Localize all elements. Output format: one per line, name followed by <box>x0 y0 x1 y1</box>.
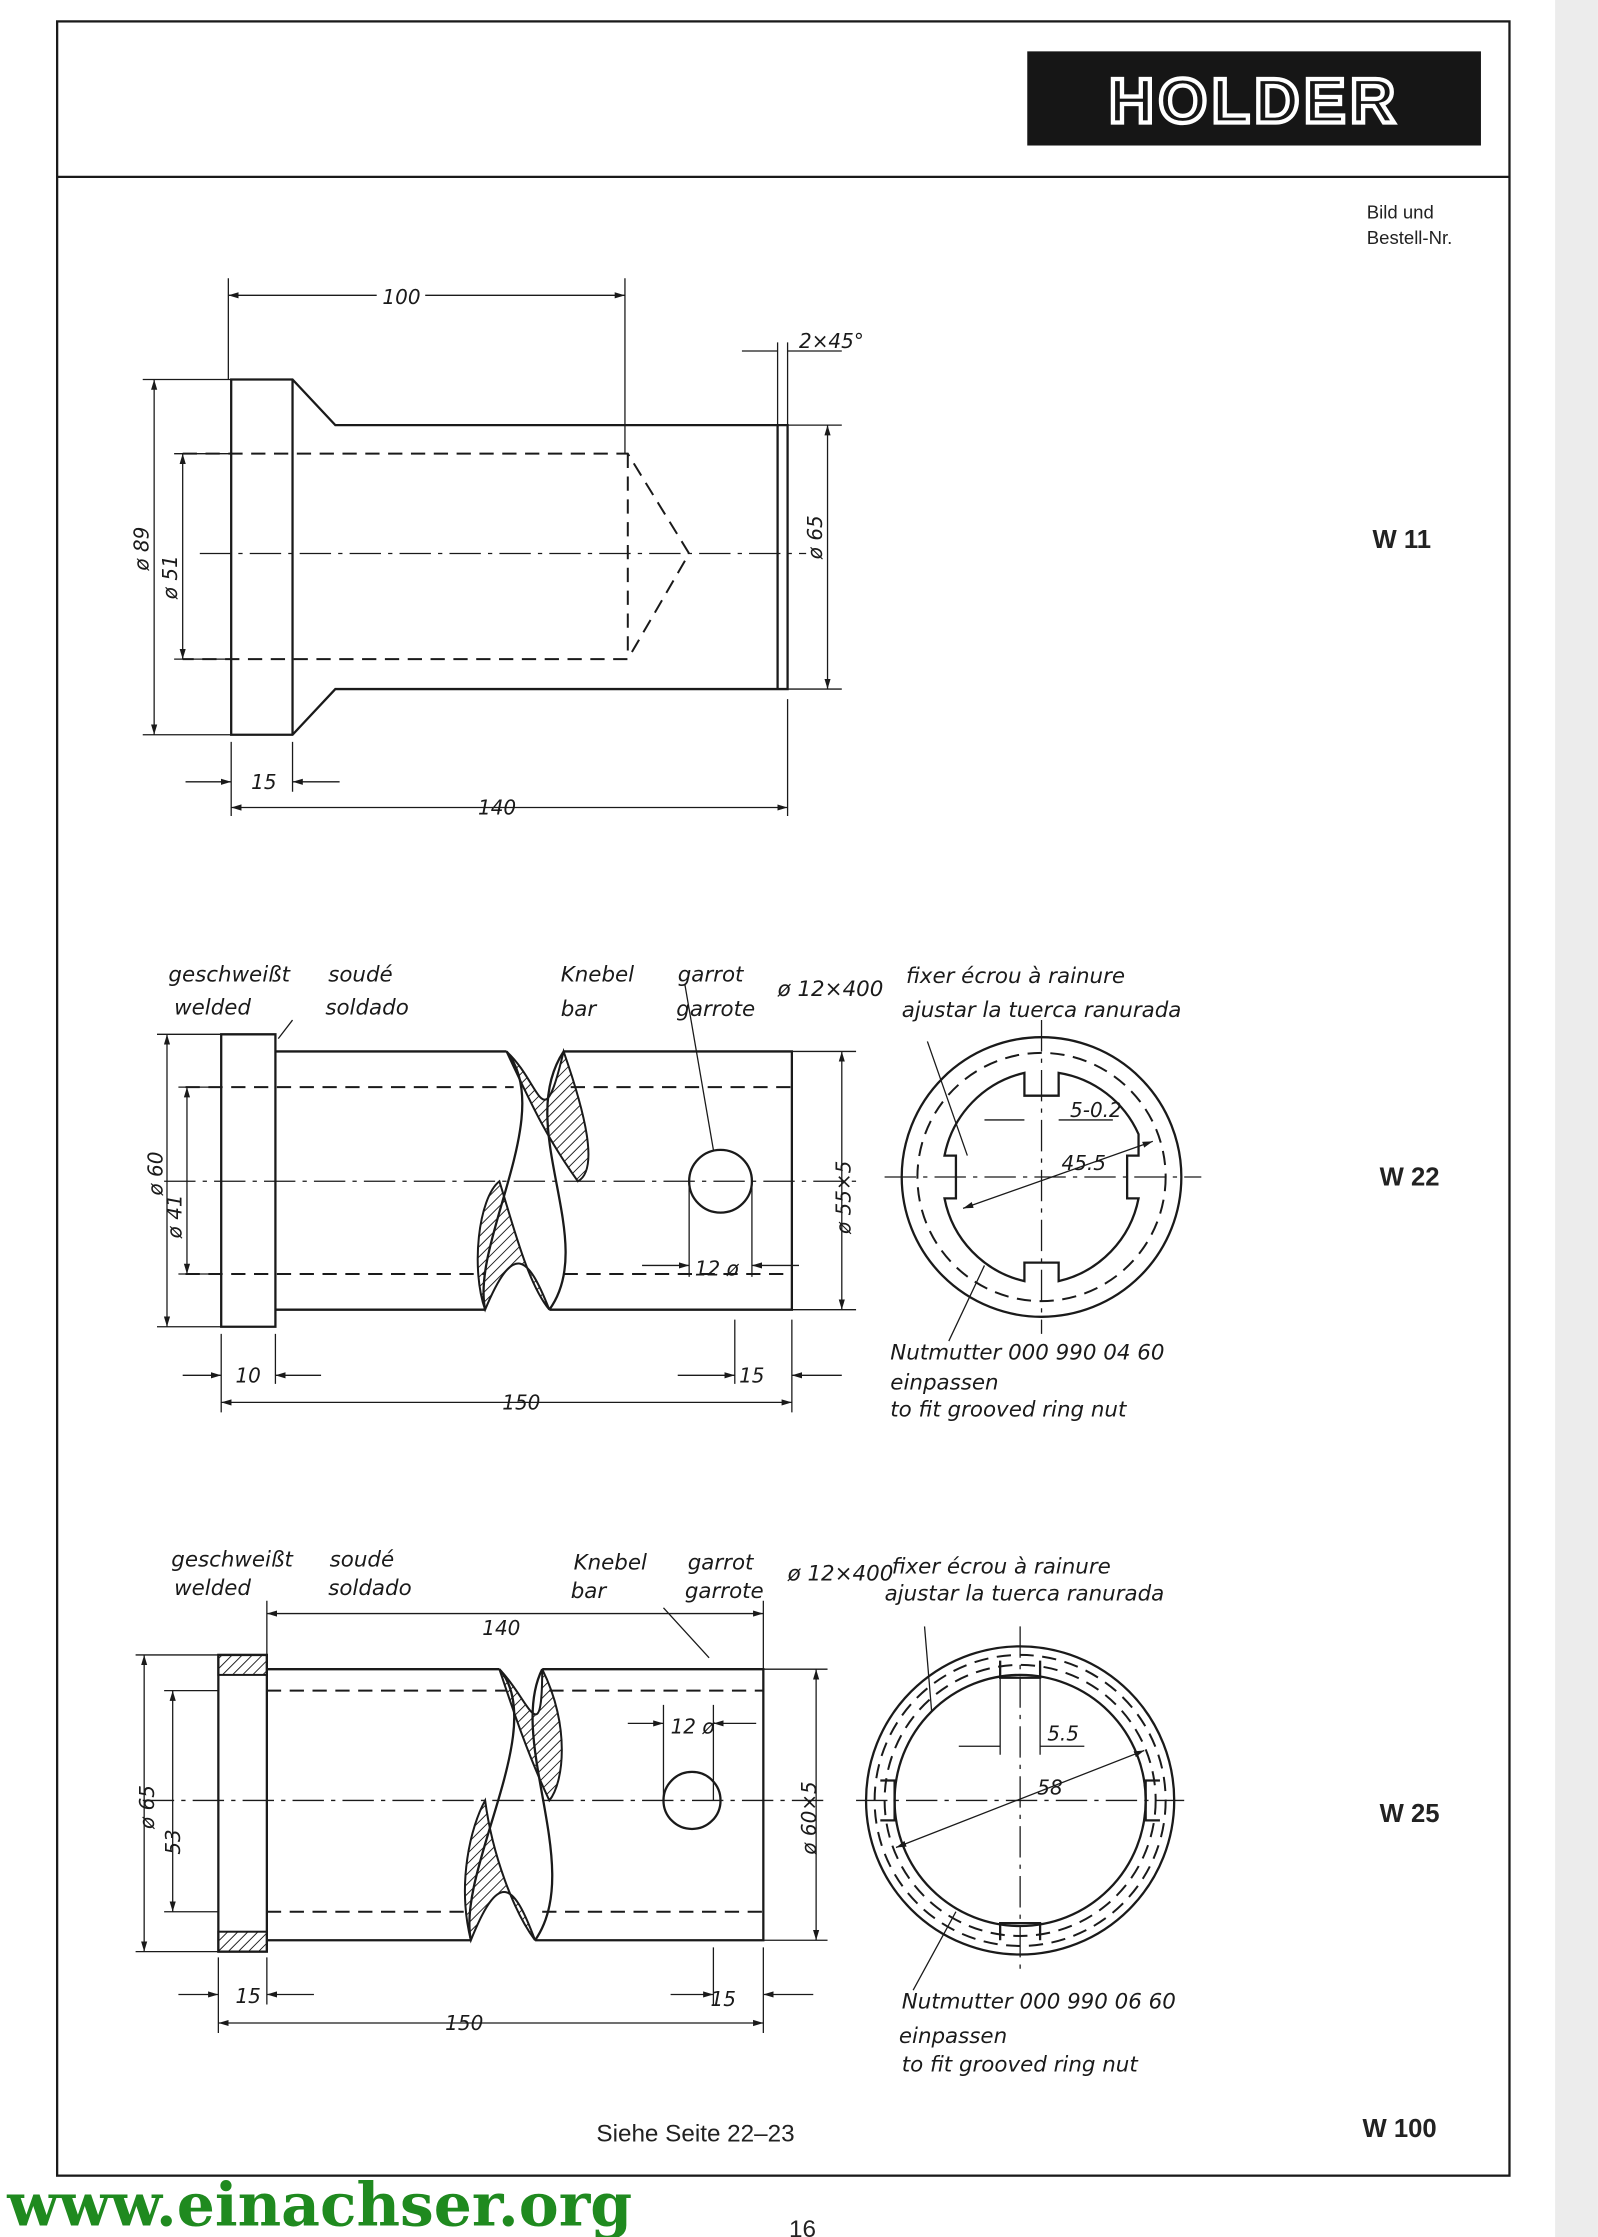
drawing-label: garrot <box>678 963 745 988</box>
drawing-label: geschweißt <box>168 963 291 988</box>
drawing-label: to fit grooved ring nut <box>902 2053 1140 2078</box>
dim-15: 15 <box>251 770 276 794</box>
drawing-label: 58 <box>1037 1776 1062 1800</box>
drawing-label: 15 <box>739 1363 764 1387</box>
drawing-label: Knebel <box>574 1550 647 1575</box>
drawing-label: 12 ø <box>695 1256 740 1280</box>
dim-chamfer: 2×45° <box>799 329 864 353</box>
drawing-label: einpassen <box>899 2024 1007 2049</box>
drawing-label: 15 <box>235 1984 260 2008</box>
drawing-label: 53 <box>161 1829 185 1854</box>
dim-100: 100 <box>382 285 420 309</box>
column-label: Bestell-Nr. <box>1367 227 1452 248</box>
drawing-w11: 100 2×45° ø 89 ø 51 ø 65 15 140 <box>129 278 864 820</box>
drawing-label: 10 <box>235 1363 260 1387</box>
drawing-label: 150 <box>502 1391 540 1415</box>
order-number-w25: W 25 <box>1380 1800 1440 1828</box>
order-number-w100: W 100 <box>1363 2115 1437 2143</box>
drawing-label: soldado <box>325 995 408 1020</box>
drawing-label: ø 60×5 <box>797 1781 821 1855</box>
drawing-label: welded <box>174 995 251 1020</box>
drawing-label: soldado <box>328 1576 411 1601</box>
drawing-label: ø 60 <box>144 1152 168 1197</box>
dim-140: 140 <box>478 796 516 820</box>
drawing-label: 5-0.2 <box>1070 1098 1122 1122</box>
drawing-label: Nutmutter 000 990 06 60 <box>902 1990 1176 2015</box>
scan-edge-shadow <box>1555 0 1598 2237</box>
drawing-label: ø 55×5 <box>831 1161 855 1235</box>
drawing-label: ø 41 <box>162 1194 186 1239</box>
drawing-label: bar <box>561 997 598 1022</box>
order-number-w11: W 11 <box>1373 526 1431 554</box>
drawing-label: soudé <box>328 963 392 988</box>
drawing-label: 5.5 <box>1047 1722 1079 1746</box>
drawing-label: fixer écrou à rainure <box>906 964 1125 989</box>
drawing-label: garrote <box>685 1579 764 1604</box>
drawing-label: geschweißt <box>171 1547 294 1572</box>
drawing-label: 150 <box>445 2011 483 2035</box>
drawing-label: ajustar la tuerca ranurada <box>885 1582 1165 1607</box>
watermark: www.einachser.org <box>6 2171 632 2237</box>
drawing-label: ajustar la tuerca ranurada <box>902 998 1182 1023</box>
column-label: Bild und <box>1367 201 1434 222</box>
drawing-label: 15 <box>711 1987 736 2011</box>
drawing-label: bar <box>571 1579 608 1604</box>
page-frame <box>55 20 1511 2177</box>
drawing-w25: geschweißt welded soudé soldado Knebel b… <box>135 1547 1185 2078</box>
drawing-label: garrot <box>688 1550 755 1575</box>
order-number-w22: W 22 <box>1380 1164 1440 1192</box>
drawing-label: einpassen <box>890 1371 998 1396</box>
drawing-label: to fit grooved ring nut <box>890 1398 1128 1423</box>
logo-text: HOLDER <box>1109 67 1400 137</box>
drawing-label: ø 12×400 <box>777 977 884 1002</box>
drawing-label: 45.5 <box>1062 1151 1106 1175</box>
drawing-label: fixer écrou à rainure <box>892 1555 1111 1580</box>
page-number: 16 <box>789 2216 816 2237</box>
drawing-label: 140 <box>482 1616 520 1640</box>
dim-dia-51: ø 51 <box>158 555 182 600</box>
drawing-label: soudé <box>330 1547 394 1572</box>
dim-dia-65: ø 65 <box>803 515 827 560</box>
dim-100-gap <box>376 285 426 309</box>
drawing-label: welded <box>174 1576 251 1601</box>
holder-logo: HOLDER <box>1027 51 1481 146</box>
drawing-label: Knebel <box>561 963 634 988</box>
see-pages-reference: Siehe Seite 22–23 <box>596 2120 794 2147</box>
drawing-label: Nutmutter 000 990 04 60 <box>890 1341 1164 1366</box>
drawing-label: ø 12×400 <box>787 1562 894 1587</box>
dim-dia-89: ø 89 <box>129 527 153 572</box>
drawing-w22: geschweißt welded soudé soldado Knebel b… <box>144 963 1202 1423</box>
drawing-label: ø 65 <box>135 1785 159 1830</box>
drawing-label: 12 ø <box>671 1714 716 1738</box>
